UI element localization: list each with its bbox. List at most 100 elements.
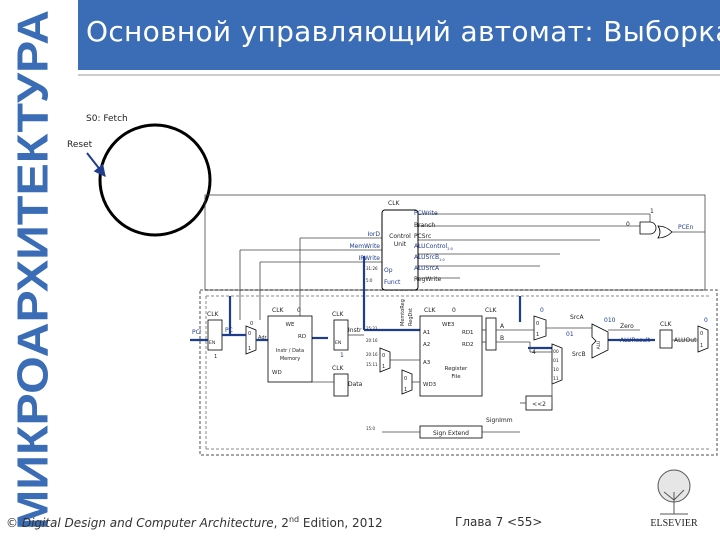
footer-citation: © Digital Design and Computer Architectu… (6, 515, 383, 530)
regdst-mux-in1: 1 (382, 364, 385, 370)
funct-label: Funct (384, 279, 401, 286)
alucontrol-value: 010 (604, 317, 616, 324)
rf-rd1-label: RD1 (462, 330, 474, 336)
register-file (419, 315, 483, 397)
regwrite-label: RegWrite (414, 276, 442, 283)
aluout-label: ALUOut (674, 337, 697, 344)
regwrite-value: 0 (452, 307, 456, 314)
alusrcb-mux (551, 343, 563, 385)
pc-en-value: 1 (214, 354, 217, 360)
four-label: 4 (532, 349, 536, 356)
instr-data-memory (267, 315, 313, 383)
instr-en-label: EN (335, 340, 341, 346)
clk-pc-label: CLK (207, 311, 220, 318)
control-unit (381, 209, 419, 291)
alusrcb-in-00: 00 (553, 349, 559, 355)
alusrca-value: 0 (540, 307, 544, 314)
clk-mem-label: CLK (272, 307, 285, 314)
bits-25-21: 25:21 (366, 326, 378, 331)
a-label: A (500, 323, 505, 330)
rf-a2-label: A2 (423, 342, 430, 348)
memwrite-value: 0 (297, 307, 301, 314)
alu-label: ALU (596, 341, 602, 350)
rf-we3-label: WE3 (442, 322, 455, 328)
publisher-name: ELSEVIER (650, 518, 698, 529)
iord-mux (245, 325, 257, 355)
clk-instr-label: CLK (332, 311, 345, 318)
alusrcb-label: ALUSrcB1:0 (414, 254, 445, 262)
bits-15-11: 15:11 (366, 362, 378, 367)
outer-feedback-bus (199, 289, 718, 456)
pc-prime-label: PC' (192, 329, 202, 336)
op-label: Op (384, 267, 393, 274)
bits-15-0: 15:0 (366, 426, 375, 431)
branch-label: Branch (414, 222, 435, 229)
control-unit-label-2: Unit (394, 241, 407, 248)
zero-label: Zero (620, 323, 634, 330)
memtoreg-mux (401, 369, 413, 395)
pcwrite-label: PCWrite (414, 210, 438, 217)
adr-label: Adr (258, 335, 268, 341)
rf-name-1: Register (445, 366, 468, 372)
mem-rd-label: RD (298, 334, 306, 340)
iord-mux-in0: 0 (248, 331, 251, 337)
bits-20-16-b: 20:16 (366, 352, 378, 357)
pcsrc-mux-in1: 1 (700, 343, 703, 349)
pcsrc-mux-in0: 0 (700, 331, 703, 337)
funct-bits-label: 5:0 (366, 278, 373, 283)
signimm-label: SignImm (486, 417, 513, 424)
memwrite-label: MemWrite (349, 243, 380, 250)
alusrca-label: ALUSrcA (414, 265, 440, 272)
alusrca-mux (533, 315, 547, 341)
page-title: Основной управляющий автомат: Выборка (86, 15, 720, 48)
title-bar: Основной управляющий автомат: Выборка (78, 0, 720, 70)
mem-we-label: WE (286, 322, 295, 328)
op-bits-label: 31:26 (366, 266, 378, 271)
memtoreg-label: MemtoReg (400, 299, 406, 326)
fsm-reset-arrow (86, 152, 106, 177)
alucontrol-label: ALUControl2:0 (414, 243, 453, 251)
pcen-label: PCEn (678, 224, 694, 231)
rf-name-2: File (451, 374, 461, 380)
footer-chapter: Глава 7 <55> (455, 515, 543, 529)
clk-ab-label: CLK (485, 307, 498, 314)
alusrca-mux-in0: 0 (536, 321, 539, 327)
alusrcb-value: 01 (566, 331, 574, 338)
tree-icon (657, 469, 691, 515)
srca-label: SrcA (570, 314, 584, 321)
shift-label: <<2 (532, 401, 546, 408)
bits-20-16-a: 20:16 (366, 338, 378, 343)
side-title: МИКРОАРХИТЕКТУРА (9, 10, 58, 530)
fsm-reset-label: Reset (67, 140, 93, 150)
regdst-mux-in0: 0 (382, 353, 385, 359)
data-register (333, 373, 349, 397)
mem-name-2: Memory (280, 356, 300, 362)
edition-pre: , 2 (273, 516, 289, 530)
a-b-registers (485, 317, 497, 351)
alusrcb-in-01: 01 (553, 358, 559, 364)
iord-label: IorD (367, 231, 380, 238)
clk-rf-label: CLK (424, 307, 437, 314)
alusrca-mux-in1: 1 (536, 332, 539, 338)
pc-en-label: EN (209, 340, 215, 346)
clk-control-label: CLK (388, 200, 401, 207)
mem-wd-label: WD (272, 370, 282, 376)
iord-mux-sel: 0 (250, 321, 253, 327)
irwrite-value: 1 (340, 352, 344, 359)
b-label: B (500, 335, 504, 342)
pcsrc-mux (697, 325, 709, 353)
pcwrite-value: 1 (650, 208, 654, 215)
pcen-or-gate (657, 225, 673, 239)
clk-data-label: CLK (332, 365, 345, 372)
regdst-mux (379, 347, 391, 373)
aluout-register (659, 329, 673, 349)
clk-aluout-label: CLK (660, 321, 673, 328)
pcsrc-value: 0 (704, 317, 708, 324)
alu (591, 323, 609, 359)
copyright-symbol: © (6, 516, 18, 530)
rf-rd2-label: RD2 (462, 342, 474, 348)
regdst-label: RegDst (408, 308, 414, 326)
branch-value: 0 (626, 221, 630, 228)
memtoreg-mux-in1: 1 (404, 387, 407, 393)
